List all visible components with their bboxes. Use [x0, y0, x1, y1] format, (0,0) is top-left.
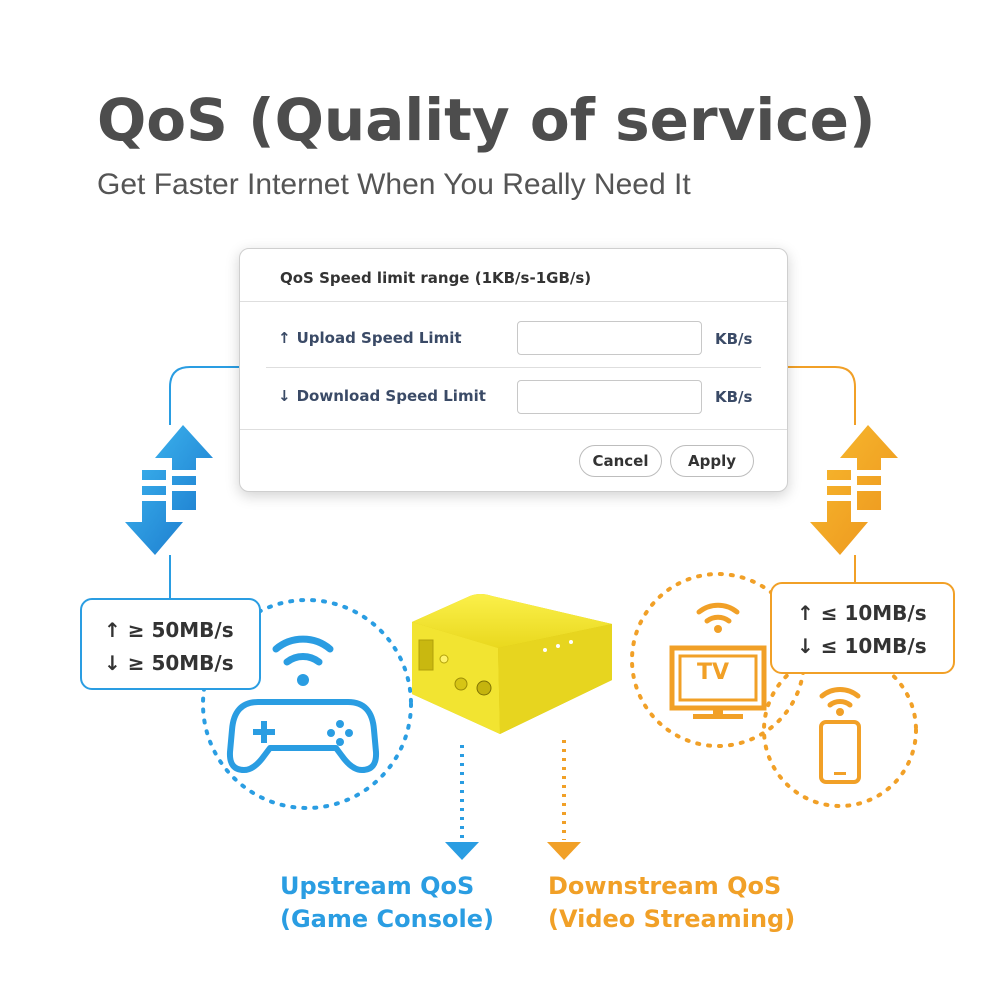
- page-title: QoS (Quality of service): [97, 86, 876, 154]
- upload-speed-label: ↑Upload Speed Limit: [278, 329, 462, 347]
- wifi-icon-tv: [696, 602, 740, 633]
- up-down-arrows-icon-orange: [810, 425, 898, 555]
- row-divider: [266, 367, 761, 368]
- smartphone-icon: [819, 720, 861, 784]
- wifi-icon: [272, 635, 334, 686]
- divider: [240, 301, 787, 302]
- download-unit: KB/s: [715, 388, 753, 406]
- gamepad-icon: [226, 699, 380, 773]
- orange-connector-top: [786, 366, 856, 425]
- router-image: [412, 594, 612, 734]
- up-down-arrows-icon: [125, 425, 213, 555]
- upstream-speed-box: ↑ ≥ 50MB/s ↓ ≥ 50MB/s: [80, 598, 261, 690]
- downstream-qos-label: Downstream QoS (Video Streaming): [548, 872, 796, 933]
- download-speed-input[interactable]: [517, 380, 702, 414]
- tv-icon: [669, 645, 767, 719]
- footer-divider: [240, 429, 787, 430]
- upstream-qos-label: Upstream QoS (Game Console): [280, 872, 494, 933]
- upstream-download-speed: ↓ ≥ 50MB/s: [104, 651, 234, 675]
- downstream-speed-box: ↑ ≤ 10MB/s ↓ ≤ 10MB/s: [770, 582, 955, 674]
- download-speed-label: ↓Download Speed Limit: [278, 387, 486, 405]
- downstream-arrow: [547, 740, 581, 860]
- page-subtitle: Get Faster Internet When You Really Need…: [97, 168, 691, 201]
- dialog-title: QoS Speed limit range (1KB/s-1GB/s): [280, 269, 592, 287]
- arrow-up-icon: ↑: [278, 329, 291, 347]
- apply-button[interactable]: Apply: [670, 445, 754, 477]
- qos-dialog: QoS Speed limit range (1KB/s-1GB/s) ↑Upl…: [239, 248, 788, 492]
- upload-speed-input[interactable]: [517, 321, 702, 355]
- game-console-circle: [201, 598, 413, 810]
- cancel-button[interactable]: Cancel: [579, 445, 662, 477]
- blue-connector-top: [169, 366, 240, 425]
- phone-circle: [762, 652, 918, 808]
- wifi-icon-phone: [819, 687, 861, 716]
- arrow-down-icon: ↓: [278, 387, 291, 405]
- upload-unit: KB/s: [715, 330, 753, 348]
- downstream-upload-speed: ↑ ≤ 10MB/s: [797, 601, 927, 625]
- upstream-upload-speed: ↑ ≥ 50MB/s: [104, 618, 234, 642]
- upstream-arrow: [445, 745, 479, 860]
- tv-label: TV: [697, 660, 730, 685]
- downstream-download-speed: ↓ ≤ 10MB/s: [797, 634, 927, 658]
